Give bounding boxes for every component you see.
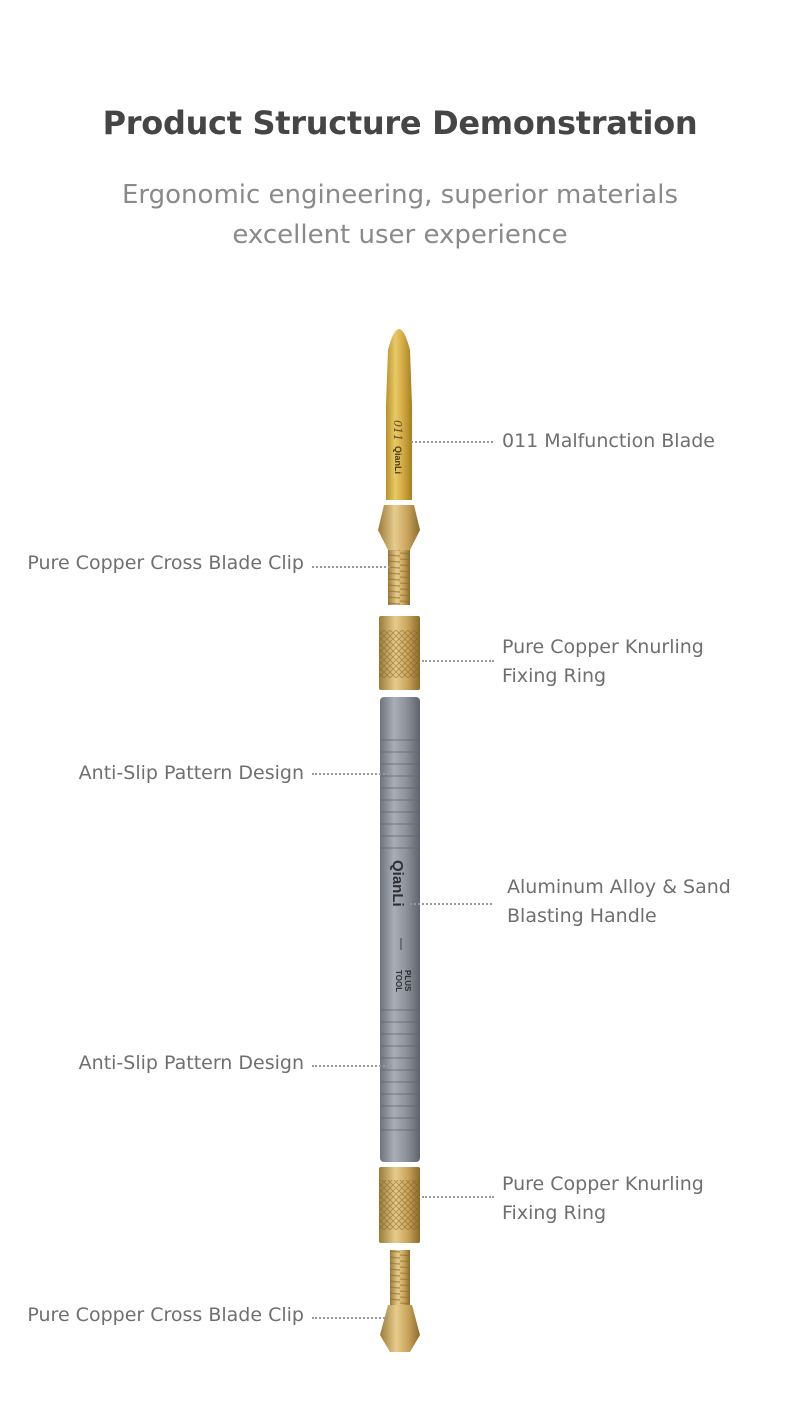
- malfunction-blade: 011 QianLi: [386, 329, 412, 500]
- callout-antislip-bottom: Anti-Slip Pattern Design: [78, 1052, 304, 1074]
- callout-bottom-ring-line-1: Pure Copper Knurling: [502, 1173, 704, 1195]
- blade-model-text: 011: [391, 420, 404, 441]
- handle-sub-brand-text-1: TOOL: [394, 970, 403, 992]
- aluminum-handle: QianLi TOOL PLUS: [380, 697, 420, 1162]
- callout-bottom-ring-line-2: Fixing Ring: [502, 1202, 607, 1224]
- callout-top-clip: Pure Copper Cross Blade Clip: [27, 552, 304, 574]
- bottom-blade-clip: [380, 1250, 420, 1352]
- blade-brand-text: QianLi: [393, 446, 403, 474]
- blade-leader-line: [411, 441, 493, 443]
- handle-leader-line: [410, 903, 492, 905]
- page-subtitle-line-1: Ergonomic engineering, superior material…: [121, 180, 679, 210]
- callout-top-ring-line-1: Pure Copper Knurling: [502, 636, 704, 658]
- top-knurling-ring: [379, 616, 420, 690]
- handle-brand-text: QianLi: [389, 860, 406, 907]
- top-clip-leader-line: [312, 566, 390, 568]
- callout-blade: 011 Malfunction Blade: [502, 430, 715, 452]
- bottom-knurling-ring: [379, 1167, 420, 1243]
- top-blade-clip: [378, 505, 420, 605]
- bottom-clip-leader-line: [312, 1317, 388, 1319]
- handle-sub-brand-text-2: PLUS: [403, 970, 412, 992]
- callout-antislip-top: Anti-Slip Pattern Design: [78, 762, 304, 784]
- page-title: Product Structure Demonstration: [102, 104, 698, 142]
- callout-handle-line-1: Aluminum Alloy & Sand: [507, 876, 731, 898]
- antislip-top-leader-line: [312, 773, 392, 775]
- callout-handle-line-2: Blasting Handle: [507, 905, 657, 927]
- bottom-ring-leader-line: [422, 1196, 494, 1198]
- callout-bottom-clip: Pure Copper Cross Blade Clip: [27, 1304, 304, 1326]
- callout-top-ring-line-2: Fixing Ring: [502, 665, 607, 687]
- antislip-bottom-leader-line: [312, 1065, 392, 1067]
- page-subtitle-line-2: excellent user experience: [232, 220, 568, 250]
- top-ring-leader-line: [422, 660, 494, 662]
